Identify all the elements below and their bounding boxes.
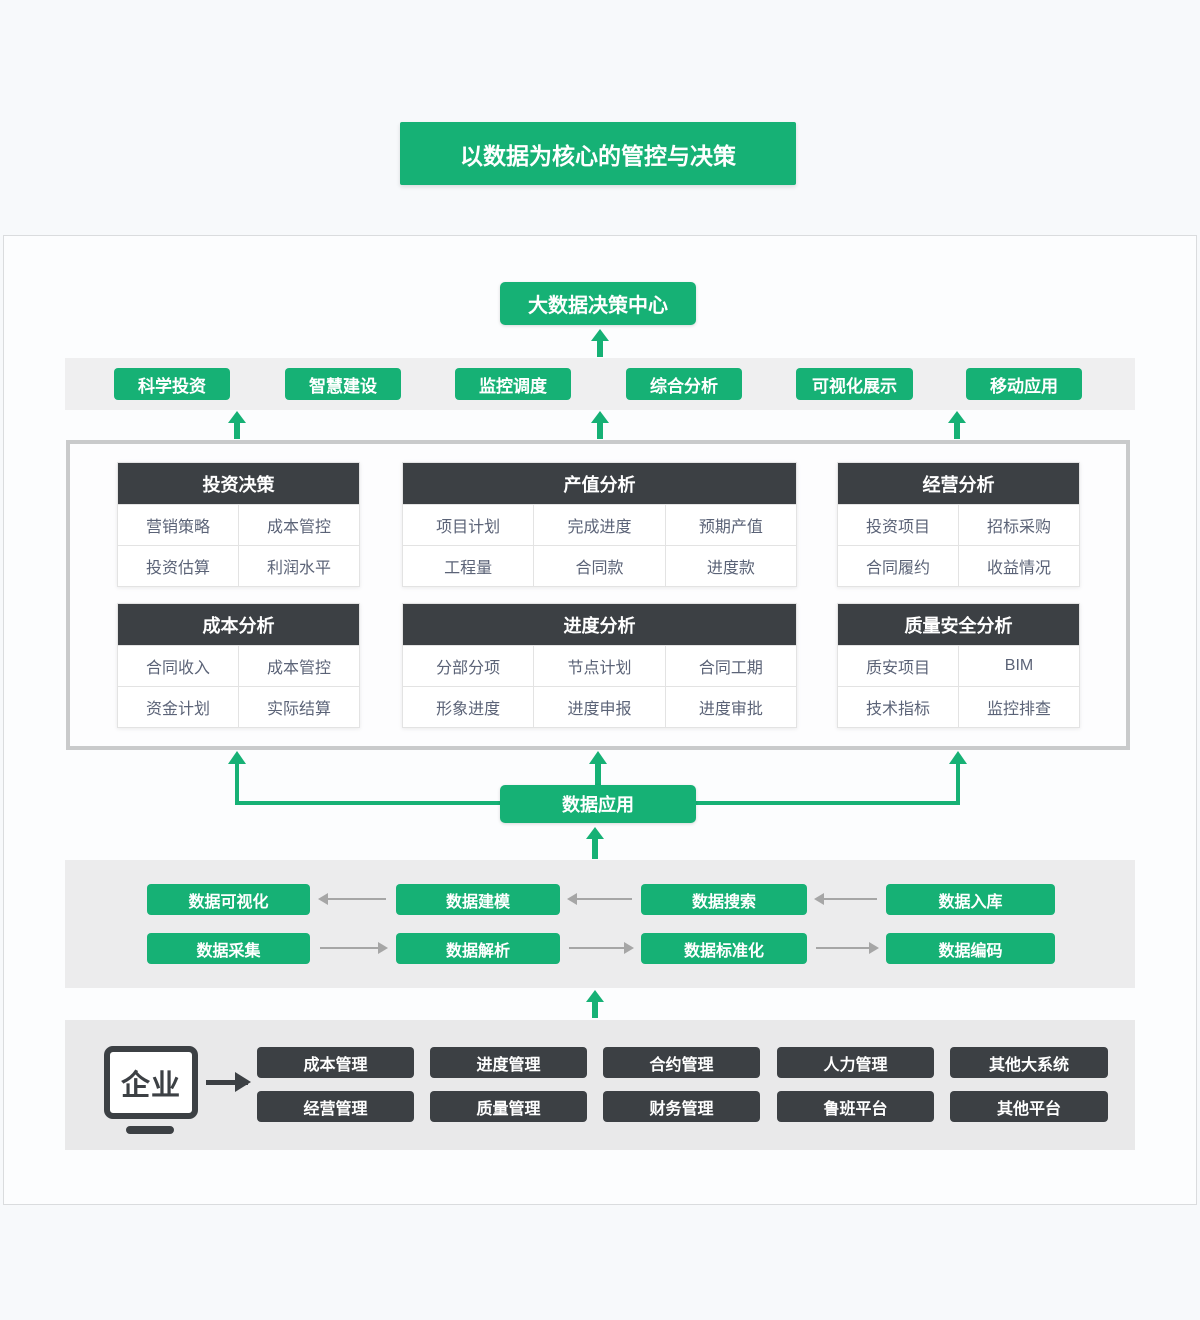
system-button-cost-management[interactable]: 成本管理 (257, 1047, 414, 1078)
process-button-data-standardization[interactable]: 数据标准化 (641, 933, 807, 964)
table-investment-decision: 投资决策 营销策略 成本管控 投资估算 利润水平 (117, 462, 360, 587)
system-button-quality-management[interactable]: 质量管理 (430, 1091, 587, 1122)
app-button-mobile-app[interactable]: 移动应用 (966, 368, 1082, 400)
table-cell: 招标采购 (959, 505, 1079, 545)
table-cell: 利润水平 (239, 546, 359, 586)
right-arrow-icon (816, 942, 879, 954)
app-button-smart-build[interactable]: 智慧建设 (285, 368, 401, 400)
table-cell: BIM (959, 646, 1079, 686)
up-arrow-icon (589, 751, 607, 785)
table-cell: 收益情况 (959, 546, 1079, 586)
table-cell: 质安项目 (838, 646, 958, 686)
table-header: 质量安全分析 (838, 604, 1079, 645)
table-header: 成本分析 (118, 604, 359, 645)
process-button-data-visualization[interactable]: 数据可视化 (147, 884, 310, 915)
system-button-progress-management[interactable]: 进度管理 (430, 1047, 587, 1078)
table-cell: 资金计划 (118, 687, 238, 727)
table-cell: 完成进度 (534, 505, 665, 545)
table-header: 投资决策 (118, 463, 359, 504)
process-button-data-collection[interactable]: 数据采集 (147, 933, 310, 964)
table-cell: 技术指标 (838, 687, 958, 727)
table-cell: 项目计划 (403, 505, 534, 545)
table-cell: 营销策略 (118, 505, 238, 545)
source-systems-band (65, 1020, 1135, 1150)
table-cell: 成本管控 (239, 505, 359, 545)
up-arrow-icon (586, 827, 604, 859)
table-cell: 实际结算 (239, 687, 359, 727)
system-button-contract-management[interactable]: 合约管理 (603, 1047, 760, 1078)
process-button-data-storage[interactable]: 数据入库 (886, 884, 1055, 915)
table-header: 经营分析 (838, 463, 1079, 504)
table-cell: 合同款 (534, 546, 665, 586)
table-cell: 合同收入 (118, 646, 238, 686)
process-button-data-parsing[interactable]: 数据解析 (396, 933, 560, 964)
data-process-band (65, 860, 1135, 988)
table-header: 进度分析 (403, 604, 796, 645)
table-cell: 监控排查 (959, 687, 1079, 727)
process-button-data-modeling[interactable]: 数据建模 (396, 884, 560, 915)
system-button-operation-management[interactable]: 经营管理 (257, 1091, 414, 1122)
monitor-icon: 企业 (104, 1046, 198, 1119)
system-button-other-platforms[interactable]: 其他平台 (950, 1091, 1108, 1122)
system-button-finance-management[interactable]: 财务管理 (603, 1091, 760, 1122)
connector-line (696, 801, 960, 805)
table-cell: 分部分项 (403, 646, 534, 686)
table-quality-safety-analysis: 质量安全分析 质安项目 BIM 技术指标 监控排查 (837, 603, 1080, 728)
system-button-hr-management[interactable]: 人力管理 (777, 1047, 934, 1078)
table-progress-analysis: 进度分析 分部分项 节点计划 合同工期 形象进度 进度申报 进度审批 (402, 603, 797, 728)
application-layer-band (65, 358, 1135, 410)
table-cell: 投资项目 (838, 505, 958, 545)
table-cost-analysis: 成本分析 合同收入 成本管控 资金计划 实际结算 (117, 603, 360, 728)
up-arrow-icon (591, 411, 609, 439)
monitor-stand (126, 1126, 174, 1134)
table-cell: 合同工期 (665, 646, 796, 686)
table-cell: 形象进度 (403, 687, 534, 727)
left-arrow-icon (318, 893, 386, 905)
table-cell: 预期产值 (665, 505, 796, 545)
system-button-luban-platform[interactable]: 鲁班平台 (777, 1091, 934, 1122)
up-arrow-icon (586, 990, 604, 1018)
left-arrow-icon (814, 893, 877, 905)
up-arrow-icon (228, 751, 246, 764)
table-header: 产值分析 (403, 463, 796, 504)
page-title: 以数据为核心的管控与决策 (400, 122, 796, 185)
decision-center-node: 大数据决策中心 (500, 282, 696, 325)
left-arrow-icon (567, 893, 632, 905)
table-cell: 投资估算 (118, 546, 238, 586)
process-button-data-encoding[interactable]: 数据编码 (886, 933, 1055, 964)
dark-right-arrow-icon (206, 1072, 251, 1092)
table-cell: 节点计划 (534, 646, 665, 686)
right-arrow-icon (569, 942, 634, 954)
connector-line (235, 801, 500, 805)
right-arrow-icon (320, 942, 388, 954)
enterprise-label: 企业 (120, 1069, 181, 1102)
data-application-node: 数据应用 (500, 785, 696, 823)
table-operation-analysis: 经营分析 投资项目 招标采购 合同履约 收益情况 (837, 462, 1080, 587)
table-output-value-analysis: 产值分析 项目计划 完成进度 预期产值 工程量 合同款 进度款 (402, 462, 797, 587)
up-arrow-icon (948, 411, 966, 439)
app-button-science-invest[interactable]: 科学投资 (114, 368, 230, 400)
up-arrow-icon (949, 751, 967, 764)
app-button-monitor-dispatch[interactable]: 监控调度 (455, 368, 571, 400)
system-button-other-big-systems[interactable]: 其他大系统 (950, 1047, 1108, 1078)
table-cell: 进度申报 (534, 687, 665, 727)
table-cell: 进度审批 (665, 687, 796, 727)
table-cell: 工程量 (403, 546, 534, 586)
connector-line (235, 762, 239, 803)
app-button-visualization[interactable]: 可视化展示 (796, 368, 913, 400)
connector-line (956, 762, 960, 803)
process-button-data-search[interactable]: 数据搜索 (641, 884, 807, 915)
table-cell: 成本管控 (239, 646, 359, 686)
up-arrow-icon (228, 411, 246, 439)
up-arrow-icon (591, 329, 609, 357)
table-cell: 合同履约 (838, 546, 958, 586)
table-cell: 进度款 (665, 546, 796, 586)
app-button-comprehensive-analysis[interactable]: 综合分析 (626, 368, 742, 400)
